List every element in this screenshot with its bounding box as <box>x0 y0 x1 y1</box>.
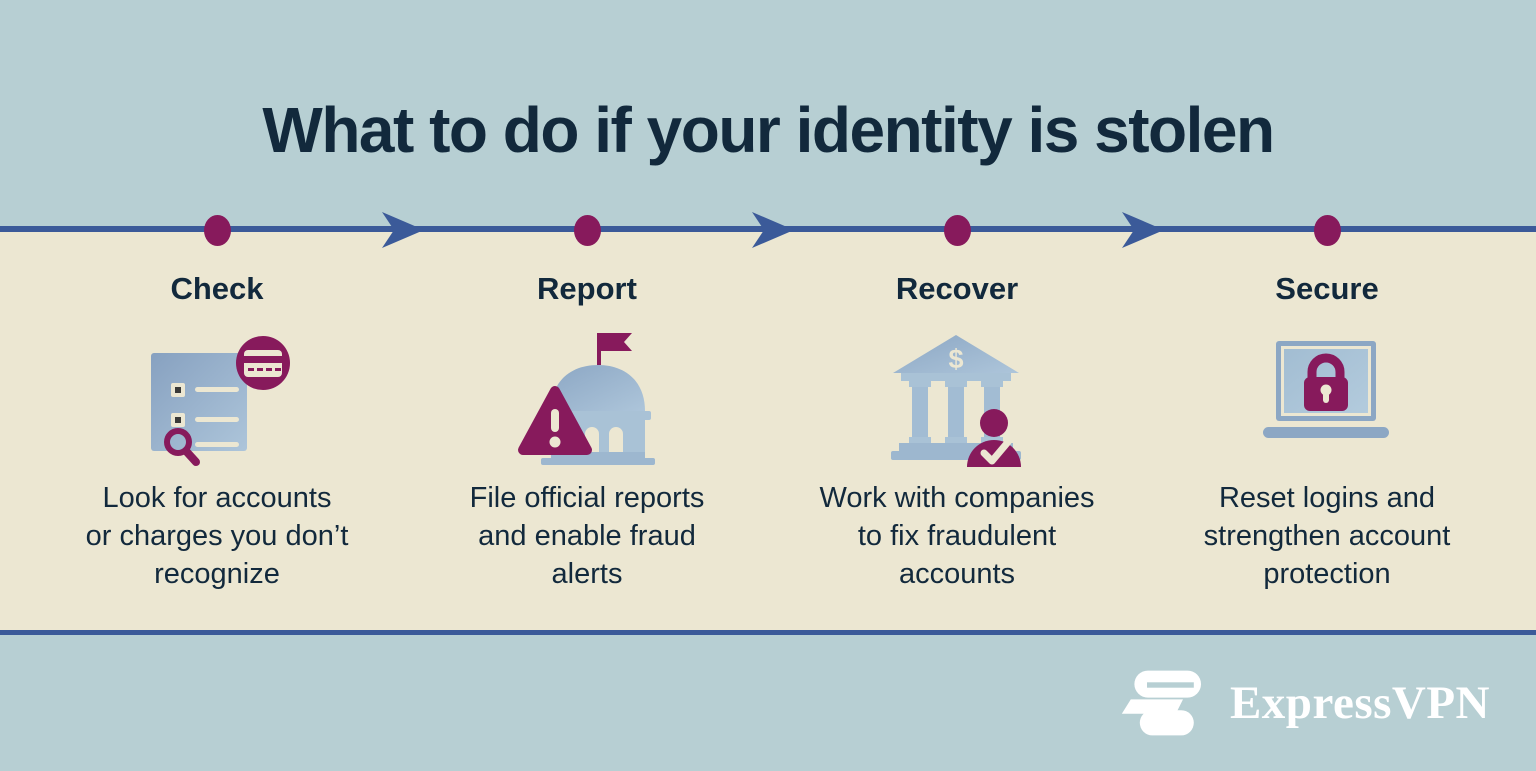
step-report: Report <box>402 270 772 630</box>
dollar-symbol: $ <box>948 344 963 374</box>
step-description: File official reports and enable fraud a… <box>469 482 705 591</box>
step-description: Reset logins and strengthen account prot… <box>1203 482 1451 591</box>
footer: ExpressVPN <box>0 635 1536 771</box>
expressvpn-logomark-icon <box>1121 670 1201 736</box>
document-search-icon <box>141 321 293 469</box>
header: What to do if your identity is stolen <box>0 0 1536 232</box>
footer-divider <box>0 630 1536 635</box>
step-label: Report <box>537 271 637 306</box>
laptop-padlock-icon <box>1251 321 1403 469</box>
step-label: Secure <box>1275 271 1379 306</box>
timeline-arrow-icon <box>752 212 794 248</box>
timeline-dot <box>944 215 971 246</box>
page-title: What to do if your identity is stolen <box>262 94 1275 166</box>
bank-person-check-icon: $ <box>881 321 1033 469</box>
timeline-dot <box>574 215 601 246</box>
timeline-dot <box>1314 215 1341 246</box>
timeline-arrow-icon <box>1122 212 1164 248</box>
step-check: Check <box>32 270 402 630</box>
government-warning-icon <box>511 321 663 469</box>
expressvpn-logo: ExpressVPN <box>1120 664 1490 742</box>
expressvpn-wordmark: ExpressVPN <box>1229 677 1490 729</box>
step-secure: Secure Rese <box>1142 270 1512 630</box>
steps-band: Check <box>0 232 1536 630</box>
step-recover: Recover $ <box>772 270 1142 630</box>
step-label: Check <box>170 271 264 306</box>
step-description: Work with companies to fix fraudulent ac… <box>819 482 1095 591</box>
step-label: Recover <box>895 271 1019 306</box>
timeline-dot <box>204 215 231 246</box>
timeline-arrow-icon <box>382 212 424 248</box>
step-description: Look for accounts or charges you don’t r… <box>85 482 349 591</box>
